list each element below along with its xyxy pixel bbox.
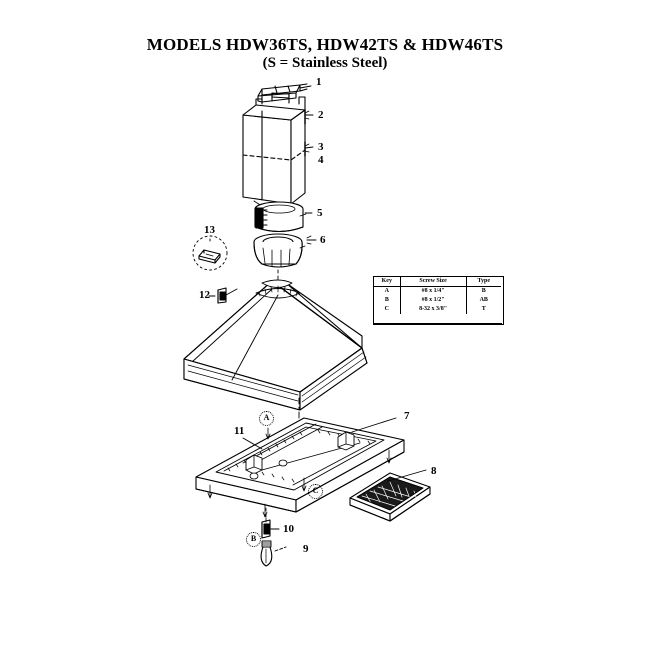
screw-row-c-type: T [481,306,486,312]
callout-8: 8 [431,465,437,477]
leader-1 [299,85,312,89]
callout-9: 9 [303,543,309,555]
screw-row-a-size: #8 x 1/4" [400,286,467,296]
part-control-switch [217,287,238,304]
part-lamp-bulb [260,540,273,567]
leader-11 [242,437,263,450]
screw-row-a-type: B [481,288,486,294]
callout-10: 10 [283,523,294,535]
arrow-lamp [262,503,268,518]
screw-row-b-type: AB [479,297,488,303]
leader-3 [304,146,314,149]
callout-4: 4 [318,154,324,166]
part-hood-canopy [183,279,368,411]
screw-row-c-size: 8-32 x 3/8" [400,305,467,314]
arrow-key-c [301,477,307,492]
callout-12: 12 [199,289,210,301]
part-grease-filter [349,472,431,522]
key-mark-b: B [246,532,261,547]
screw-table-header-key: Key [374,277,401,287]
leader-8 [387,469,427,482]
leader-7 [351,417,397,433]
screw-size-table: Key Screw Size Type A #8 x 1/4" B B #8 x… [374,277,501,314]
arrow-plate-left [207,484,213,499]
screw-table-header-type: Type [466,277,501,287]
screw-row-b-size: #8 x 1/2" [400,296,467,305]
arrow-plate-right [386,449,392,464]
callout-5: 5 [317,207,323,219]
callout-11: 11 [234,425,245,437]
callout-6: 6 [320,234,326,246]
screw-table-header-row: Key Screw Size Type [374,277,501,287]
screw-row-a-key: A [374,286,401,296]
callout-7: 7 [404,410,410,422]
callout-13: 13 [204,224,215,236]
part-chimney-flue [242,92,306,210]
screw-row-b-key: B [374,296,401,305]
part-wiring-clip [192,235,228,271]
screw-table-underline [373,323,502,324]
callout-3: 3 [318,141,324,153]
table-row: C 8-32 x 3/8" T [374,305,501,314]
screw-row-c-key: C [374,305,401,314]
screw-table-header-size: Screw Size [400,277,467,287]
key-mark-c: C [308,484,323,499]
part-mounting-bracket [257,83,308,103]
callout-1: 1 [316,76,322,88]
key-mark-a: A [259,411,274,426]
part-blower-housing [254,201,307,233]
callout-2: 2 [318,109,324,121]
part-transition-collar [253,233,306,268]
table-row: A #8 x 1/4" B [374,286,501,296]
table-row: B #8 x 1/2" AB [374,296,501,305]
part-base-plate [195,417,405,513]
arrow-key-a [265,427,271,440]
leader-9 [274,546,287,552]
part-lamp-socket [261,517,271,539]
